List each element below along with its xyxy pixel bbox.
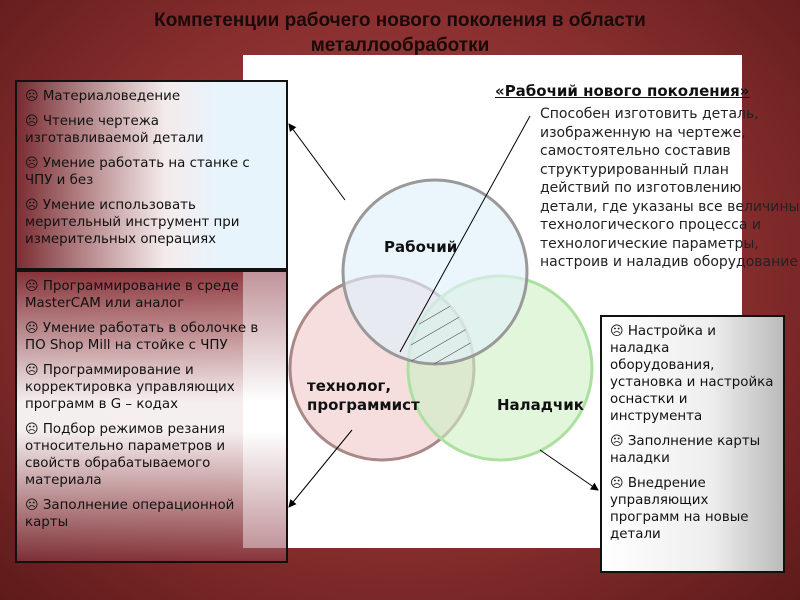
- frown-face-icon: ☹: [25, 498, 39, 513]
- frown-face-icon: ☹: [610, 476, 624, 491]
- list-item: ☹ Умение использовать мерительный инстру…: [25, 198, 240, 247]
- frown-face-icon: ☹: [610, 434, 624, 449]
- label-adjuster: Наладчик: [497, 396, 584, 414]
- list-item: ☹ Материаловедение: [25, 89, 181, 104]
- list-item: ☹ Умение работать в оболочке в ПО Shop M…: [25, 321, 259, 353]
- intersection-hatch: [408, 276, 474, 364]
- list-item: ☹ Умение работать на станке с ЧПУ и без: [25, 156, 250, 188]
- list-item: ☹ Настройка и наладка оборудования, уста…: [610, 324, 774, 424]
- materials-competencies-box: ☹ Материаловедение ☹ Чтение чертежа изго…: [15, 80, 288, 270]
- label-worker: Рабочий: [384, 238, 458, 256]
- slide-title: Компетенции рабочего нового поколения в …: [154, 10, 646, 56]
- list-item: ☹ Внедрение управляющих программ на новы…: [610, 476, 749, 542]
- adjuster-competencies-box: ☹ Настройка и наладка оборудования, уста…: [600, 315, 785, 573]
- list-item: ☹ Чтение чертежа изготавливаемой детали: [25, 114, 204, 146]
- programming-competencies-box: ☹ Программирование в среде MasterCAM или…: [15, 270, 288, 563]
- worker-title: «Рабочий нового поколения»: [495, 82, 750, 100]
- list-item: ☹ Заполнение операционной карты: [25, 498, 235, 530]
- arrow-to-programming-box: [288, 429, 353, 508]
- list-item: ☹ Подбор режимов резания относительно па…: [25, 422, 226, 488]
- arrow-to-adjuster-box: [539, 449, 599, 491]
- frown-face-icon: ☹: [25, 198, 39, 213]
- label-technologist: технолог, программист: [307, 377, 420, 414]
- frown-face-icon: ☹: [610, 324, 624, 339]
- frown-face-icon: ☹: [25, 279, 39, 294]
- frown-face-icon: ☹: [25, 422, 39, 437]
- frown-face-icon: ☹: [25, 363, 39, 378]
- arrow-to-materials-box: [288, 123, 346, 201]
- list-item: ☹ Заполнение карты наладки: [610, 434, 761, 466]
- frown-face-icon: ☹: [25, 114, 39, 129]
- frown-face-icon: ☹: [25, 321, 39, 336]
- list-item: ☹ Программирование и корректировка управ…: [25, 363, 235, 412]
- frown-face-icon: ☹: [25, 156, 39, 171]
- worker-description: Способен изготовить деталь, изображенную…: [540, 106, 800, 270]
- list-item: ☹ Программирование в среде MasterCAM или…: [25, 279, 239, 311]
- pointer-line: [399, 115, 531, 353]
- frown-face-icon: ☹: [25, 89, 39, 104]
